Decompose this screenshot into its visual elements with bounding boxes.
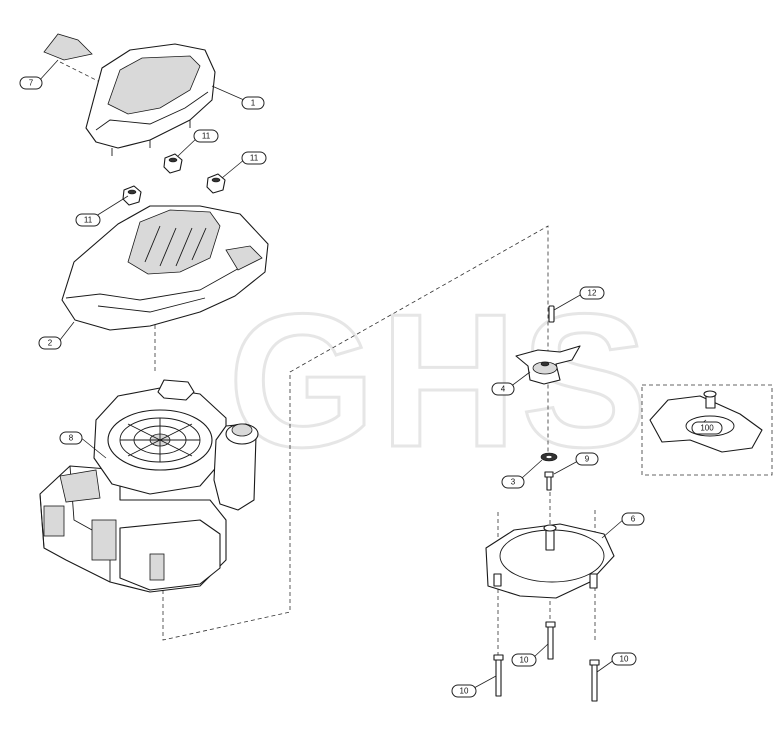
callout-10-c-label: 10	[620, 655, 629, 664]
callout-9-label: 9	[585, 455, 590, 464]
callout-8-label: 8	[69, 434, 74, 443]
callout-11-c-label: 11	[84, 216, 93, 225]
part-1-top-cover[interactable]	[85, 43, 216, 156]
callout-11-b-label: 11	[250, 154, 259, 163]
callout-100-label: 100	[700, 424, 714, 433]
part-10-bolt-b[interactable]	[545, 621, 556, 660]
callout-12[interactable]: 12	[579, 286, 605, 300]
part-4-blade-adapter[interactable]	[515, 345, 581, 385]
callout-11-b[interactable]: 11	[241, 151, 267, 165]
part-10-bolt-c[interactable]	[589, 659, 600, 702]
callout-7-label: 7	[29, 79, 34, 88]
callout-4[interactable]: 4	[491, 382, 515, 396]
callout-6[interactable]: 6	[621, 512, 645, 526]
part-11-nut-c[interactable]	[122, 185, 142, 206]
callout-11-a[interactable]: 11	[193, 129, 219, 143]
part-8-engine[interactable]	[39, 379, 259, 593]
callout-10-a-label: 10	[460, 687, 469, 696]
callout-2-label: 2	[48, 339, 53, 348]
part-11-nut-a[interactable]	[163, 153, 183, 174]
callout-6-label: 6	[631, 515, 636, 524]
callout-9[interactable]: 9	[575, 452, 599, 466]
ghs-watermark: GHS	[228, 275, 652, 487]
callout-7[interactable]: 7	[19, 76, 43, 90]
callout-10-b[interactable]: 10	[511, 653, 537, 667]
callout-1-label: 1	[251, 99, 256, 108]
part-10-bolt-a[interactable]	[493, 654, 504, 697]
part-12-pin[interactable]	[548, 305, 555, 323]
callout-11-c[interactable]: 11	[75, 213, 101, 227]
part-9-bolt[interactable]	[544, 471, 554, 491]
callout-8[interactable]: 8	[59, 431, 83, 445]
callout-3-label: 3	[511, 478, 516, 487]
callout-4-label: 4	[501, 385, 506, 394]
callout-10-b-label: 10	[520, 656, 529, 665]
callout-11-a-label: 11	[202, 132, 211, 141]
leader-lines	[37, 59, 707, 689]
callout-10-a[interactable]: 10	[451, 684, 477, 698]
part-2-engine-shroud[interactable]	[61, 205, 269, 331]
callout-100[interactable]: 100	[691, 421, 723, 435]
callout-1[interactable]: 1	[241, 96, 265, 110]
part-6-mounting-plate[interactable]	[485, 523, 615, 599]
callout-12-label: 12	[588, 289, 597, 298]
callout-2[interactable]: 2	[38, 336, 62, 350]
callout-10-c[interactable]: 10	[611, 652, 637, 666]
part-7-insert[interactable]	[43, 33, 93, 61]
part-3-washer[interactable]	[540, 452, 558, 462]
part-11-nut-b[interactable]	[206, 173, 226, 194]
callout-3[interactable]: 3	[501, 475, 525, 489]
